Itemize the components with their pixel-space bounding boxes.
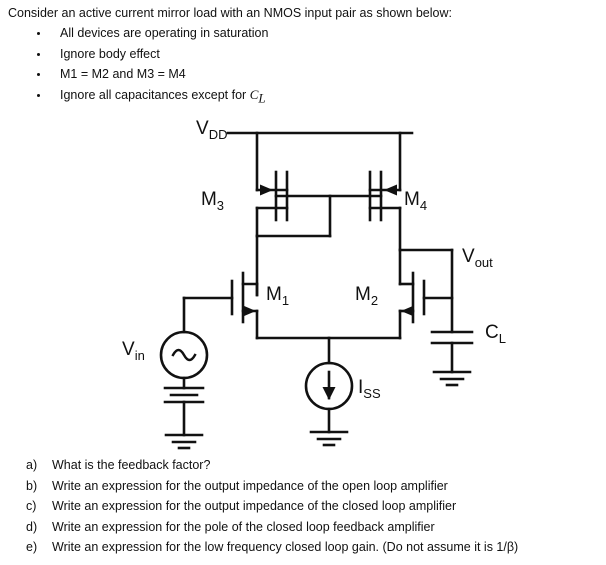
question-text: Write an expression for the output imped… [52, 478, 448, 493]
assumptions-list: All devices are operating in saturation … [32, 23, 268, 109]
question-marker: e) [26, 540, 38, 554]
question-marker: b) [26, 478, 38, 493]
label-m2: M2 [355, 284, 378, 308]
label-m3: M3 [201, 189, 224, 213]
question-marker: d) [26, 519, 38, 534]
question-marker: a) [26, 458, 38, 472]
m4-source-arrowhead [384, 184, 397, 196]
question-marker: c) [26, 499, 37, 513]
question-text: Write an expression for the low frequenc… [52, 540, 519, 554]
assumption-capacitance-text: Ignore all capacitances except for [60, 87, 250, 102]
capacitance-subscript: L [258, 90, 266, 105]
vin-sine-glyph [171, 348, 197, 362]
question-row: b) Write an expression for the output im… [26, 476, 518, 497]
circuit-diagram: VDD M3 M4 M1 M2 Vin Vout CL ISS [122, 118, 506, 450]
label-vdd: VDD [196, 118, 227, 142]
question-row: c) Write an expression for the output im… [26, 496, 518, 517]
assumption-item: All devices are operating in saturation [50, 23, 268, 44]
iss-arrowhead [322, 387, 336, 400]
question-text: Write an expression for the output imped… [52, 499, 457, 513]
question-text: What is the feedback factor? [52, 458, 211, 472]
assumption-item: Ignore body effect [50, 44, 268, 65]
m2-source-arrowhead [401, 305, 414, 317]
question-text: Write an expression for the pole of the … [52, 519, 435, 534]
intro-text: Consider an active current mirror load w… [8, 6, 452, 20]
assumption-item: M1 = M2 and M3 = M4 [50, 64, 268, 85]
question-row: d) Write an expression for the pole of t… [26, 517, 518, 538]
label-cl: CL [485, 322, 506, 346]
label-m4: M4 [404, 189, 427, 213]
label-iss: ISS [358, 377, 381, 401]
m3-source-arrowhead [260, 184, 273, 196]
label-vout: Vout [462, 246, 493, 270]
assumption-item-capacitance: Ignore all capacitances except for CL [50, 85, 268, 109]
label-vin: Vin [122, 339, 145, 363]
question-row: e) Write an expression for the low frequ… [26, 537, 518, 558]
questions-list: a) What is the feedback factor? b) Write… [26, 455, 518, 558]
capacitance-symbol: C [249, 86, 259, 102]
m1-source-arrowhead [243, 305, 256, 317]
label-m1: M1 [266, 284, 289, 308]
question-row: a) What is the feedback factor? [26, 455, 518, 476]
